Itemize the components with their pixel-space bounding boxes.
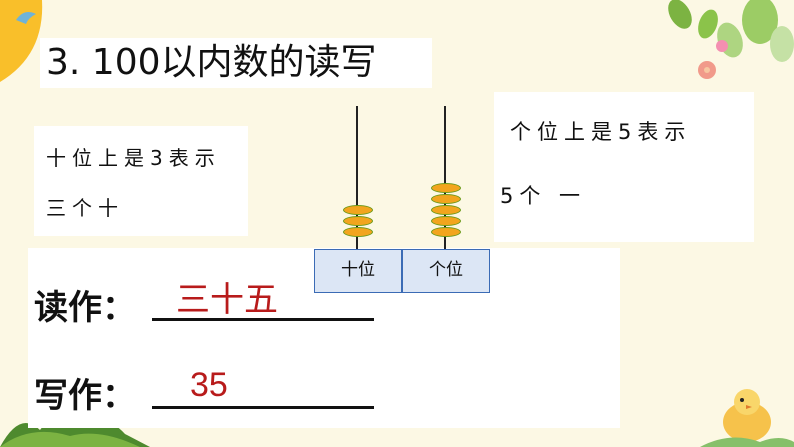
leaf-branch-decoration [650, 0, 794, 90]
flower-icon [695, 58, 719, 82]
ones-bead [431, 216, 461, 226]
read-answer: 三十五 [176, 272, 278, 321]
ones-note-line2: 5个 一 [500, 180, 586, 210]
write-label: 写作： [34, 368, 136, 417]
ones-bead [431, 194, 461, 204]
write-answer: 35 [190, 366, 228, 405]
tens-bead [343, 227, 373, 237]
write-answer-line [152, 406, 374, 409]
ones-note-line1: 个位上是5表示 [510, 116, 691, 146]
tens-bead [343, 205, 373, 215]
ones-bead [431, 227, 461, 237]
chick-icon [700, 376, 794, 447]
tens-note-line1: 十位上是3表示 [46, 142, 221, 171]
tens-note-line2: 三个十 [46, 192, 124, 221]
ones-bead [431, 183, 461, 193]
ones-place-label: 个位 [402, 249, 490, 293]
ones-note-panel [494, 92, 754, 242]
bird-icon [12, 6, 40, 28]
read-answer-line [152, 318, 374, 321]
page-title: 3. 100以内数的读写 [40, 38, 432, 88]
tens-bead [343, 216, 373, 226]
ones-bead [431, 205, 461, 215]
read-label: 读作： [34, 280, 136, 329]
tens-place-label: 十位 [314, 249, 402, 293]
